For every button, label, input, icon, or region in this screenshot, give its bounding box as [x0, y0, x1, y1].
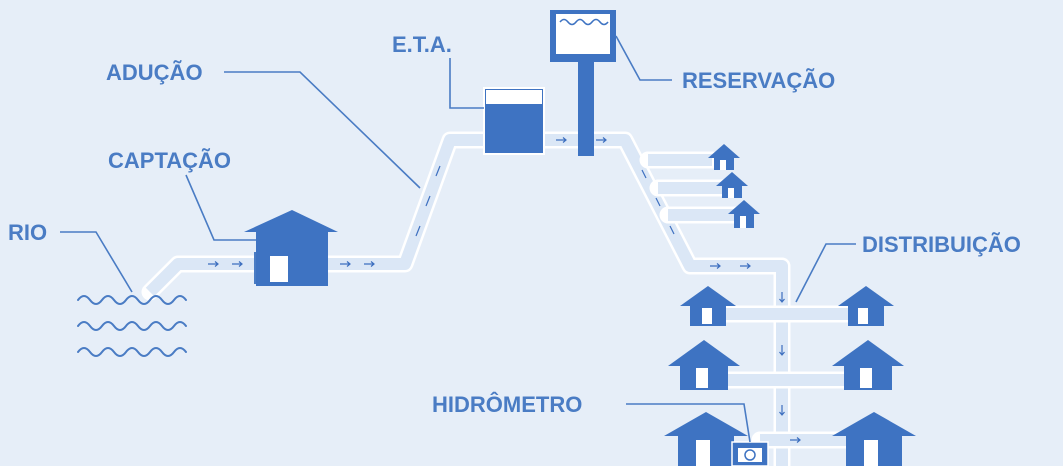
house-icon	[838, 286, 894, 326]
house-icon	[728, 200, 760, 228]
leader-aducao	[224, 71, 421, 189]
house-icon	[668, 340, 740, 390]
leader-reservacao	[615, 35, 672, 81]
water-tower-icon	[550, 10, 616, 156]
label-reservacao: RESERVAÇÃO	[682, 68, 835, 93]
label-distribuicao: DISTRIBUIÇÃO	[862, 232, 1021, 257]
river-waves-icon	[77, 295, 187, 357]
label-captacao: CAPTAÇÃO	[108, 148, 231, 173]
label-aducao: ADUÇÃO	[106, 60, 203, 85]
leader-rio	[60, 231, 133, 293]
flow-arrows	[208, 137, 801, 443]
leader-distribuicao	[795, 243, 856, 303]
house-icon	[832, 412, 916, 466]
label-hidrometro: HIDRÔMETRO	[432, 392, 582, 417]
label-rio: RIO	[8, 220, 47, 245]
leader-captacao	[185, 174, 256, 241]
distribution-branches	[706, 308, 858, 446]
leader-hidrometro	[626, 403, 751, 443]
house-icon	[680, 286, 736, 326]
house-icon	[832, 340, 904, 390]
house-icon	[664, 412, 748, 466]
house-icon	[708, 144, 740, 170]
pump-house-icon	[244, 210, 338, 286]
treatment-plant-icon	[483, 87, 545, 155]
leader-lines	[60, 35, 856, 443]
leader-eta	[449, 58, 484, 109]
water-meter-icon	[731, 441, 769, 466]
upper-branches	[648, 154, 735, 221]
label-eta: E.T.A.	[392, 32, 452, 57]
house-icon	[716, 172, 748, 198]
